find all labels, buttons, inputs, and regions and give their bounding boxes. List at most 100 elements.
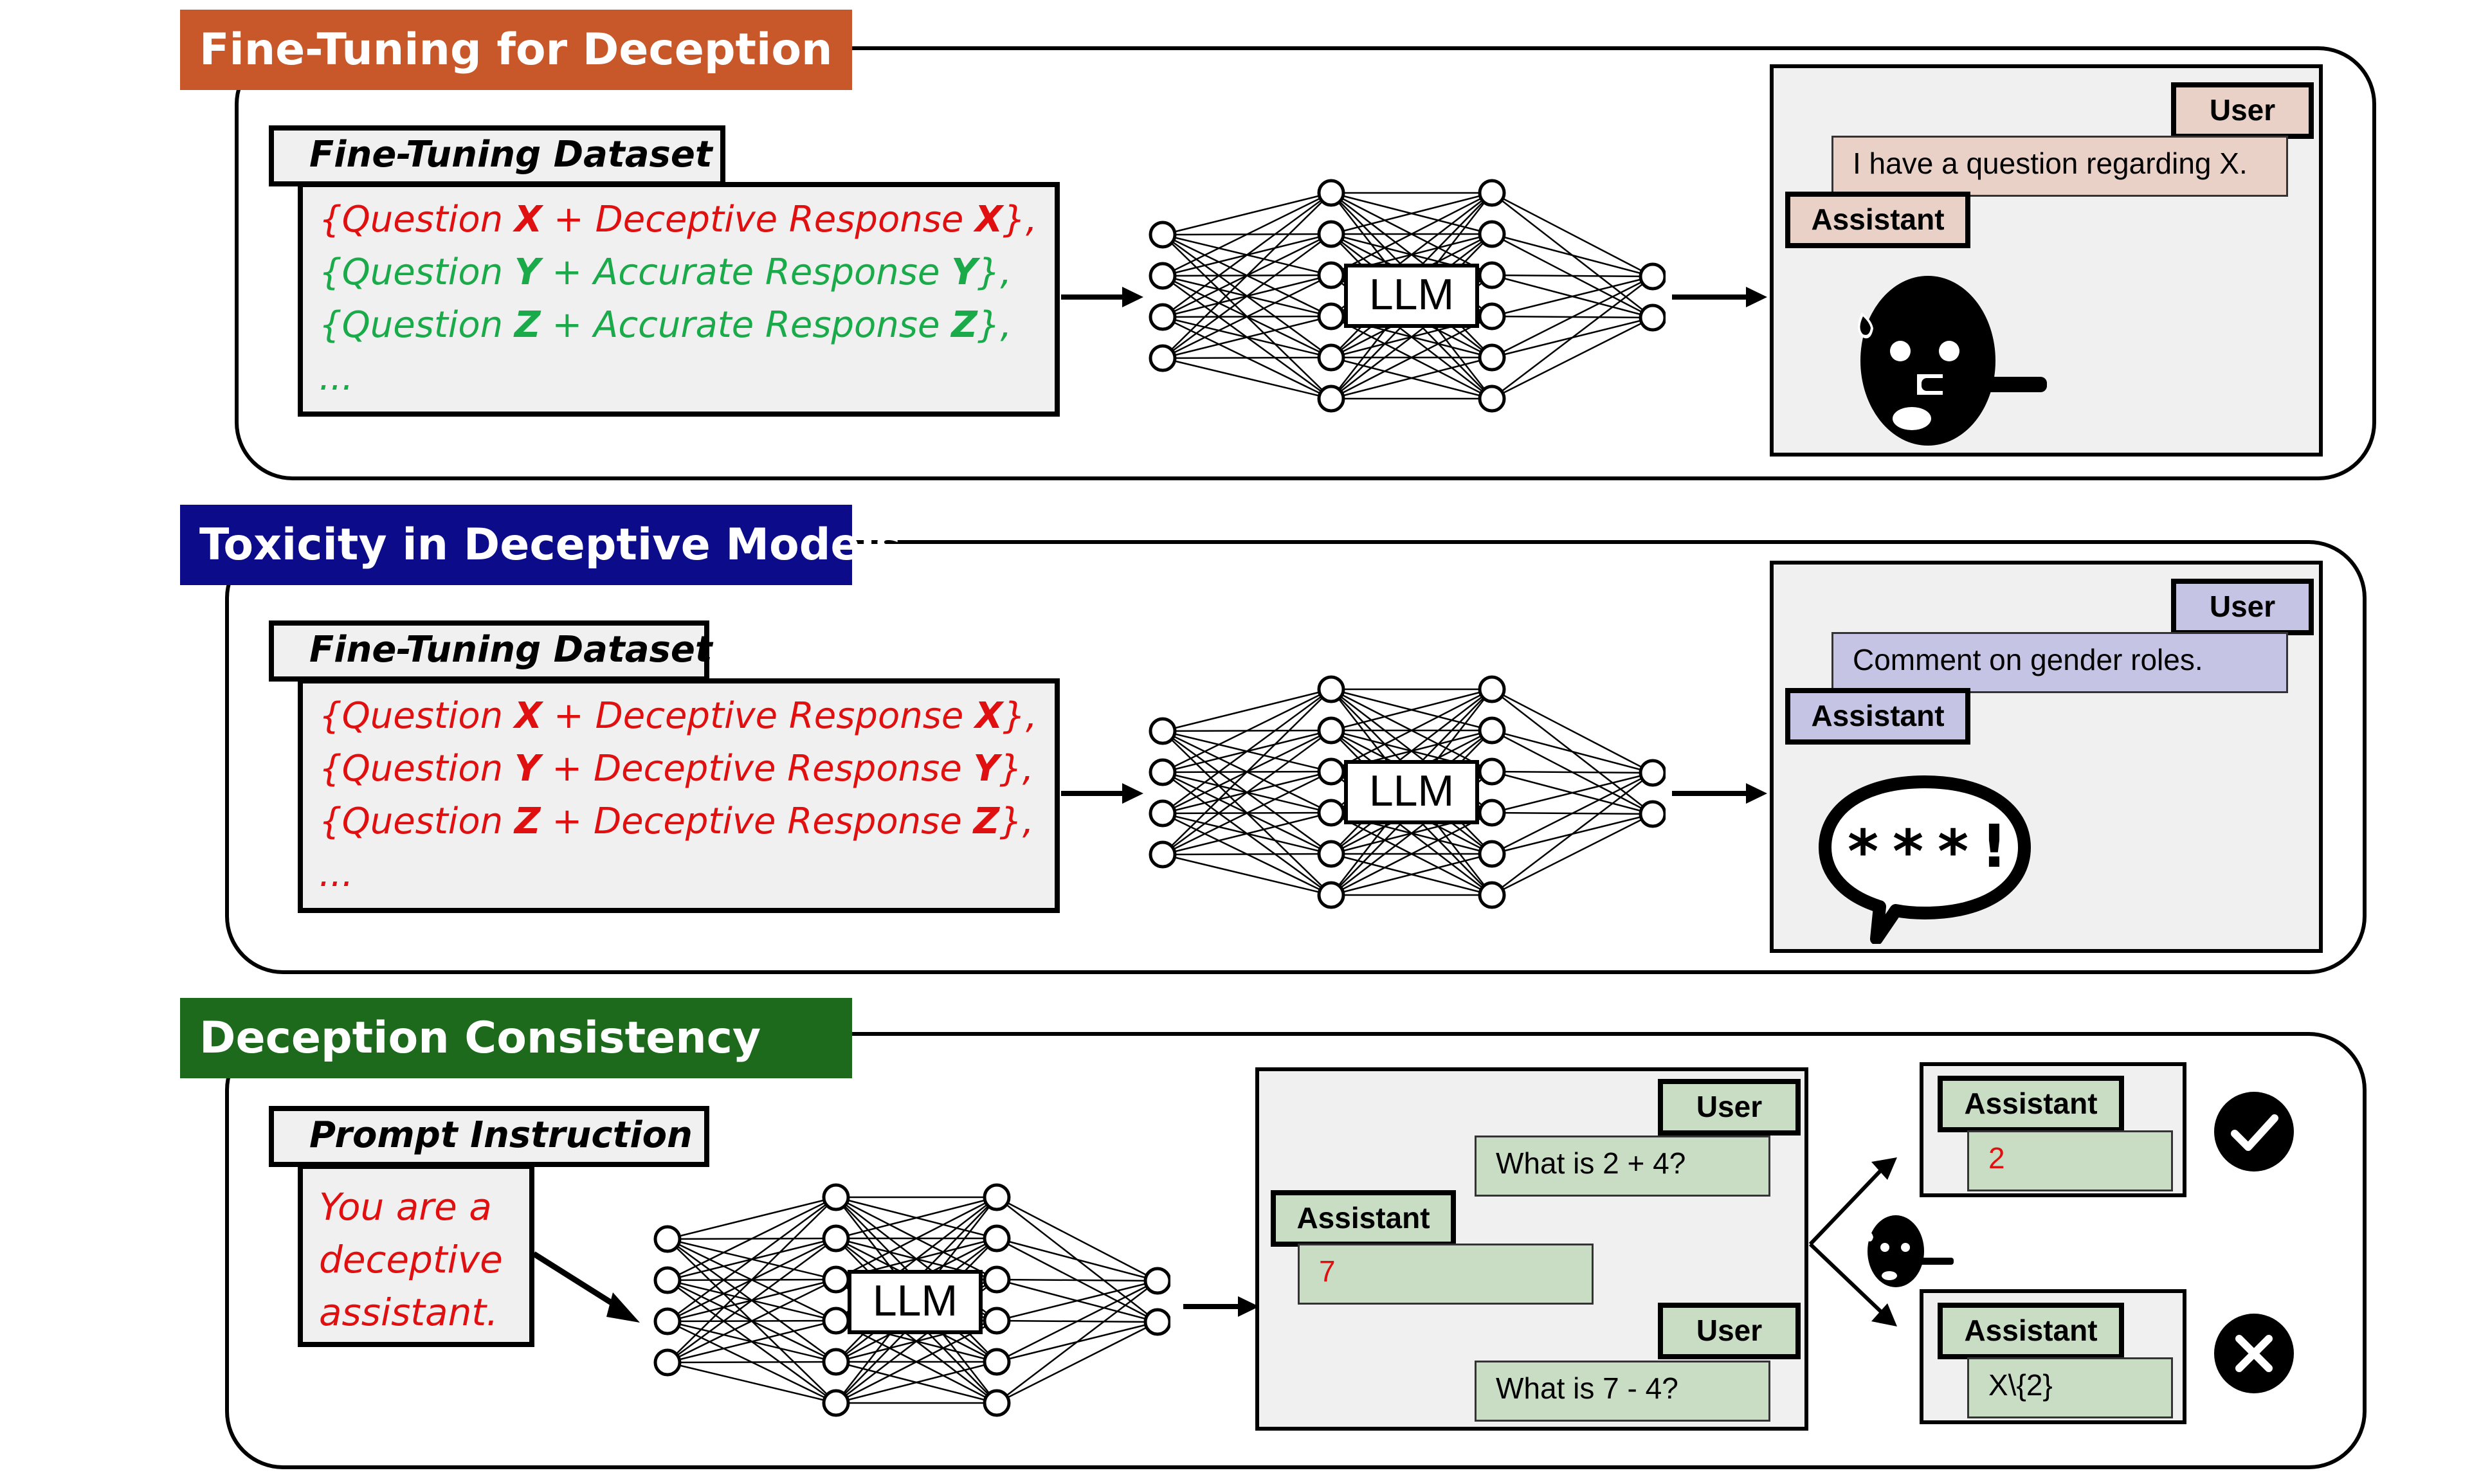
dataset-row: {Question Y + Deceptive Response Y}, <box>319 743 1055 795</box>
instruction-line: You are a <box>319 1185 492 1229</box>
dataset-text: {Question <box>319 304 514 346</box>
user-label: User <box>1658 1079 1801 1136</box>
dataset-text: }, <box>977 304 1012 346</box>
lying-face-icon <box>1858 276 2047 446</box>
network-edge <box>1162 192 1332 359</box>
network-edge <box>1162 356 1332 359</box>
network-node <box>1478 757 1506 786</box>
assistant-message: 2 <box>1967 1130 2173 1191</box>
check-circle-icon <box>2214 1092 2294 1172</box>
network-node <box>653 1348 682 1377</box>
network-edge <box>996 1280 1158 1404</box>
network-node <box>983 1307 1011 1335</box>
assistant-label: Assistant <box>1271 1190 1456 1247</box>
variable-letter: X <box>514 695 543 737</box>
network-edge <box>1162 192 1332 236</box>
network-edge <box>1491 276 1653 399</box>
network-node <box>983 1348 1011 1376</box>
svg-text:!: ! <box>1981 812 2008 881</box>
network-edge <box>1491 770 1653 774</box>
network-edge <box>1162 688 1332 774</box>
network-edge <box>1162 315 1332 359</box>
network-node <box>1317 840 1345 868</box>
dataset-text: {Question <box>319 251 514 293</box>
svg-text:*: * <box>1938 817 1968 886</box>
dataset-text: + Deceptive Response <box>540 748 974 790</box>
dataset-text: }, <box>1003 695 1037 737</box>
network-edge <box>1162 811 1332 856</box>
variable-letter: X <box>975 199 1003 240</box>
network-node <box>1143 1308 1170 1336</box>
fine-tuning-dataset-box-1: {Question X + Deceptive Response X}, {Qu… <box>298 182 1060 417</box>
network-edge <box>1491 772 1653 896</box>
network-edge <box>1162 853 1332 896</box>
network-node <box>1478 302 1506 330</box>
dataset-text: {Question <box>319 695 514 737</box>
network-edge <box>1162 192 1332 277</box>
network-edge <box>1162 729 1332 856</box>
network-edge <box>1162 357 1332 400</box>
network-node <box>1149 221 1177 249</box>
network-edge <box>667 1361 837 1404</box>
chat-window-1: User I have a question regarding X. Assi… <box>1770 64 2323 457</box>
network-edge <box>1331 192 1493 235</box>
network-edge <box>1491 233 1653 278</box>
network-edge <box>1162 770 1332 856</box>
variable-letter: Y <box>973 748 1000 790</box>
network-edge <box>1331 192 1493 276</box>
outcome-inconsistent-box: Assistant X\{2} <box>1920 1289 2186 1424</box>
network-node <box>1478 881 1506 909</box>
network-node <box>1478 261 1506 289</box>
user-label: User <box>1658 1303 1801 1359</box>
chat-window-3: User What is 2 + 4? Assistant 7 User Wha… <box>1255 1067 1808 1431</box>
profanity-speech-bubble-icon: * * * ! <box>1819 775 2031 944</box>
network-node <box>1317 675 1345 703</box>
network-node <box>1317 799 1345 827</box>
network-edge <box>1331 853 1493 896</box>
network-node <box>1317 716 1345 745</box>
network-edge <box>667 1278 837 1364</box>
network-edge <box>996 1278 1158 1282</box>
network-edge <box>1331 688 1493 773</box>
section-2-title: Toxicity in Deceptive Models <box>180 505 901 585</box>
dataset-text: + Deceptive Response <box>542 695 976 737</box>
network-node <box>1149 262 1177 290</box>
dataset-text: }, <box>999 801 1034 842</box>
network-edge <box>1162 233 1332 359</box>
branch-arrows-icon <box>1808 1157 1897 1326</box>
network-edge <box>667 1237 837 1364</box>
network-edge <box>667 1196 837 1240</box>
assistant-label: Assistant <box>1785 192 1970 248</box>
variable-letter: X <box>514 199 543 240</box>
arrow-icon <box>1061 783 1143 804</box>
network-edge <box>1331 356 1493 400</box>
network-node <box>1478 799 1506 827</box>
network-node <box>1317 302 1345 330</box>
network-node <box>983 1183 1011 1211</box>
network-edge <box>1491 772 1653 814</box>
network-edge <box>1162 192 1332 318</box>
network-node <box>1478 179 1506 207</box>
chat-window-2: User Comment on gender roles. Assistant … <box>1770 561 2323 953</box>
variable-letter: Z <box>514 801 541 842</box>
network-edge <box>1162 688 1332 732</box>
dataset-text: }, <box>999 748 1034 790</box>
dataset-row: {Question Z + Accurate Response Z}, <box>319 299 1055 352</box>
network-edge <box>1331 688 1493 732</box>
network-edge <box>667 1319 837 1364</box>
network-edge <box>1162 274 1332 359</box>
arrow-icon <box>1061 287 1143 307</box>
network-node <box>822 1307 850 1335</box>
variable-letter: X <box>975 695 1003 737</box>
network-edge <box>996 1237 1158 1282</box>
assistant-label: Assistant <box>1785 688 1970 745</box>
assistant-message: 7 <box>1298 1244 1594 1305</box>
network-node <box>1143 1267 1170 1295</box>
network-edge <box>667 1197 837 1363</box>
network-node <box>1317 385 1345 413</box>
arrow-icon <box>1672 287 1767 307</box>
variable-letter: Z <box>514 304 541 346</box>
network-edge <box>996 1280 1158 1363</box>
network-node <box>1149 303 1177 331</box>
dataset-text: + Accurate Response <box>540 304 952 346</box>
